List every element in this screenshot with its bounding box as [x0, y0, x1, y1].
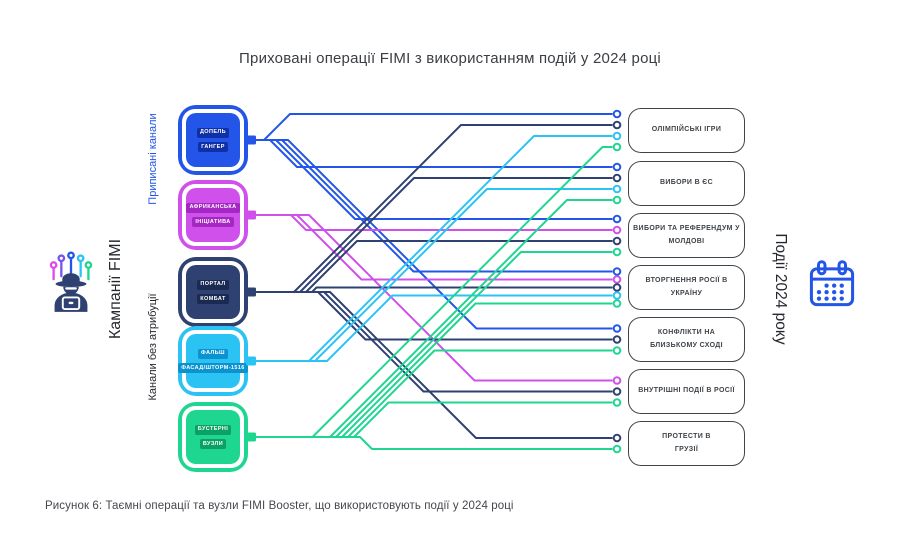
connection-endpoint — [612, 131, 622, 141]
event-box-russia-invasion-ukraine: ВТОРГНЕННЯ РОСІЇ В УКРАЇНУ — [628, 265, 745, 310]
connection-portal-kombat-to-middle-east-conflicts — [256, 291, 613, 341]
right-axis-label: Події 2024 року — [772, 233, 789, 345]
event-label: ВНУТРІШНІ ПОДІЇ В РОСІЇ — [638, 387, 735, 395]
connection-portal-kombat-to-olympic-games — [256, 124, 613, 293]
connection-endpoint — [612, 214, 622, 224]
connection-endpoint — [612, 247, 622, 257]
connection-endpoint — [612, 283, 622, 292]
connection-endpoint — [612, 173, 622, 183]
connection-endpoint — [612, 346, 622, 355]
campaign-label: КОМБАТ — [197, 294, 229, 305]
connection-portal-kombat-to-georgia-protests — [256, 291, 613, 439]
connection-african-initiative-to-russia-invasion-ukraine — [256, 214, 613, 281]
connection-endpoint — [612, 324, 622, 333]
campaign-box-false-facade: ФАЛЬШ ФАСАД/ШТОРМ-1516 — [178, 326, 248, 396]
event-label: ПРОТЕСТИ В — [662, 433, 711, 441]
connection-booster-nodes-to-internal-events-russia — [256, 401, 613, 438]
campaign-box-doppelganger: ДОПЕЛЬ ГАНГЕР — [178, 105, 248, 175]
event-label: КОНФЛІКТИ НА — [657, 329, 716, 337]
campaign-box-core: АФРИКАНСЬКА ІНІЦІАТИВА — [186, 188, 240, 242]
campaign-label: ВУЗЛИ — [199, 439, 227, 450]
event-label: ВИБОРИ ТА РЕФЕРЕНДУМ У — [633, 225, 740, 233]
attributed-channels-label: Приписані канали — [147, 113, 159, 205]
connection-endpoint — [612, 444, 622, 454]
connection-false-facade-to-russia-invasion-ukraine — [256, 294, 613, 362]
campaign-box-core: ДОПЕЛЬ ГАНГЕР — [186, 113, 240, 167]
event-box-olympic-games: ОЛІМПІЙСЬКІ ІГРИ — [628, 108, 745, 153]
connection-endpoint — [612, 120, 622, 130]
connection-booster-nodes-to-russia-invasion-ukraine — [256, 302, 613, 438]
event-label: БЛИЗЬКОМУ СХОДІ — [650, 341, 723, 349]
connection-endpoint — [612, 387, 622, 396]
campaign-box-core: БУСТЕРНІ ВУЗЛИ — [186, 410, 240, 464]
figure-caption: Рисунок 6: Таємні операції та вузли FIMI… — [45, 500, 514, 512]
calendar-icon — [809, 260, 855, 307]
connection-endpoint — [612, 376, 622, 385]
event-label: ВТОРГНЕННЯ РОСІЇ В — [645, 277, 728, 285]
connection-false-facade-to-eu-elections — [256, 188, 613, 362]
connection-endpoint — [612, 236, 622, 246]
diagram-title: Приховані операції FIMI з використанням … — [239, 50, 661, 67]
event-label: ВИБОРИ В ЄС — [659, 179, 714, 187]
connection-booster-nodes-to-georgia-protests — [256, 436, 613, 450]
campaign-label: ПОРТАЛ — [197, 279, 229, 290]
connection-booster-nodes-to-eu-elections — [256, 199, 613, 438]
connection-portal-kombat-to-eu-elections — [256, 177, 613, 293]
event-label: ОЛІМПІЙСЬКІ ІГРИ — [651, 126, 722, 134]
campaign-label: ДОПЕЛЬ — [196, 127, 230, 138]
connection-endpoint — [612, 195, 622, 205]
event-box-georgia-protests: ПРОТЕСТИ В ГРУЗІЇ — [628, 421, 745, 466]
connection-doppelganger-to-moldova-elections — [256, 139, 613, 220]
campaign-label: ФАСАД/ШТОРМ-1516 — [178, 363, 248, 374]
unattributed-channels-label: Канали без атрибуції — [147, 293, 159, 401]
left-axis-label: Кампанії FIMI — [107, 238, 124, 340]
connection-booster-nodes-to-middle-east-conflicts — [256, 349, 613, 438]
calendar-dots — [816, 283, 844, 301]
connection-endpoint — [612, 398, 622, 407]
event-label: ГРУЗІЇ — [674, 445, 699, 453]
event-label: МОЛДОВІ — [668, 237, 705, 245]
campaign-label: АФРИКАНСЬКА — [186, 202, 240, 213]
event-box-eu-elections: ВИБОРИ В ЄС — [628, 161, 745, 206]
connection-endpoint — [612, 109, 622, 119]
connection-portal-kombat-to-russia-invasion-ukraine — [256, 286, 613, 293]
event-box-moldova-elections: ВИБОРИ ТА РЕФЕРЕНДУМ У МОЛДОВІ — [628, 213, 745, 258]
campaign-box-booster-nodes: БУСТЕРНІ ВУЗЛИ — [178, 402, 248, 472]
connection-endpoint — [612, 291, 622, 300]
connection-african-initiative-to-moldova-elections — [256, 214, 613, 231]
event-label: УКРАЇНУ — [670, 289, 703, 297]
campaign-label: ФАЛЬШ — [198, 348, 228, 359]
connection-endpoint — [612, 184, 622, 194]
campaign-label: ІНІЦІАТИВА — [192, 217, 234, 228]
connection-doppelganger-to-olympic-games — [256, 113, 613, 141]
event-box-internal-events-russia: ВНУТРІШНІ ПОДІЇ В РОСІЇ — [628, 369, 745, 414]
connection-portal-kombat-to-internal-events-russia — [256, 291, 613, 393]
connection-doppelganger-to-russia-invasion-ukraine — [256, 139, 613, 273]
connection-endpoint — [612, 299, 622, 308]
connection-endpoint — [612, 267, 622, 276]
connection-african-initiative-to-internal-events-russia — [256, 214, 613, 382]
event-box-middle-east-conflicts: КОНФЛІКТИ НА БЛИЗЬКОМУ СХОДІ — [628, 317, 745, 362]
connection-endpoint — [612, 162, 622, 172]
connection-endpoint — [612, 225, 622, 235]
connection-portal-kombat-to-moldova-elections — [256, 240, 613, 293]
connection-endpoint — [612, 142, 622, 152]
connection-false-facade-to-olympic-games — [256, 135, 613, 362]
connection-doppelganger-to-middle-east-conflicts — [256, 139, 613, 330]
connection-endpoint — [612, 433, 622, 443]
campaign-box-portal-kombat: ПОРТАЛ КОМБАТ — [178, 257, 248, 327]
campaign-box-african-initiative: АФРИКАНСЬКА ІНІЦІАТИВА — [178, 180, 248, 250]
connection-endpoint — [612, 335, 622, 344]
campaign-box-core: ФАЛЬШ ФАСАД/ШТОРМ-1516 — [178, 334, 248, 388]
campaign-label: БУСТЕРНІ — [194, 424, 232, 435]
spy-hacker-icon — [49, 251, 93, 312]
connection-endpoint — [612, 275, 622, 284]
connection-booster-nodes-to-moldova-elections — [256, 251, 613, 438]
campaign-label: ГАНГЕР — [198, 142, 228, 153]
connection-doppelganger-to-eu-elections — [256, 139, 613, 168]
connection-booster-nodes-to-olympic-games — [256, 146, 613, 438]
campaign-box-core: ПОРТАЛ КОМБАТ — [186, 265, 240, 319]
